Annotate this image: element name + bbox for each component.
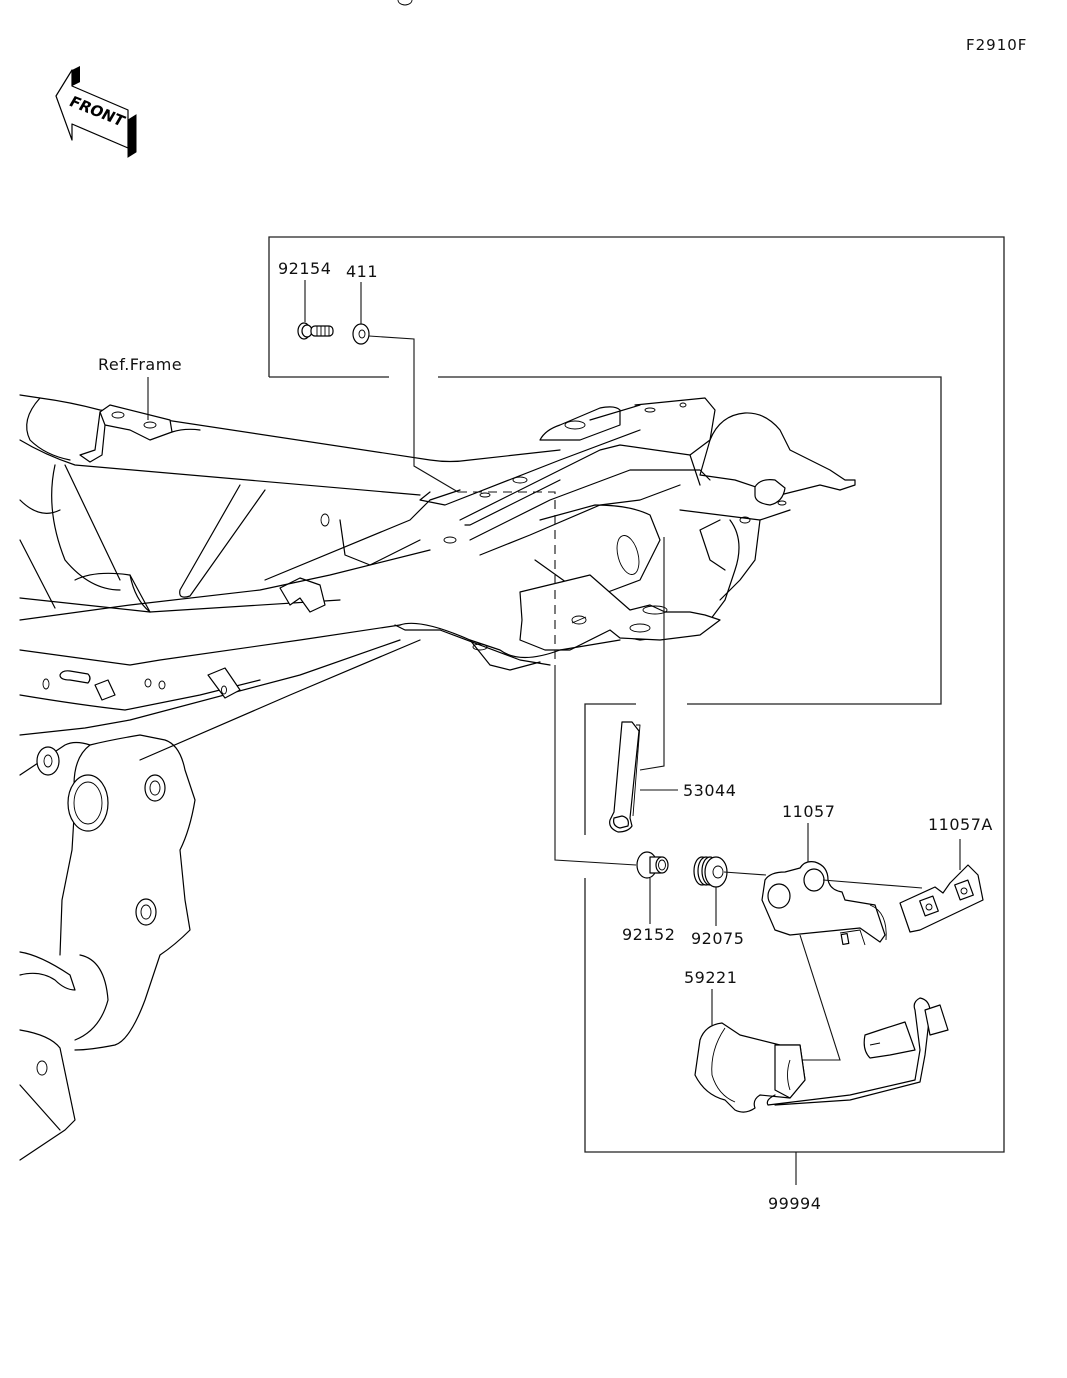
frame-drawing [19,0,561,1161]
ref-frame-label: Ref.Frame [98,355,182,374]
bracket-icon [761,861,887,946]
front-arrow-icon: FRONT [55,66,137,158]
socket-harness-icon [694,997,949,1113]
grommet-icon [693,856,728,888]
strap-53044: 53044 [609,537,736,833]
figure-code: F2910F [966,36,1027,54]
collar-icon [636,851,669,879]
washer-icon [352,323,370,345]
socket-harness-59221: 59221 [684,934,949,1113]
kit-box [268,236,1005,1153]
part-label-11057A: 11057A [928,815,993,834]
bracket-icon [899,864,984,933]
part-label-92154: 92154 [278,259,331,278]
collar-92152: 92152 [554,665,675,944]
bolt-icon [297,322,334,340]
part-label-92075: 92075 [691,929,744,948]
washer-411: 411 [346,262,459,493]
bolt-92154: 92154 [278,259,334,340]
part-label-53044: 53044 [683,781,736,800]
bracket-11057: 11057 [761,802,923,946]
strap-icon [609,721,641,833]
hidden-line [458,491,556,665]
grommet-92075: 92075 [691,856,767,948]
subframe-drawing [19,397,856,671]
part-label-92152: 92152 [622,925,675,944]
bracket-11057A: 11057A [899,815,993,933]
part-label-411: 411 [346,262,378,281]
part-label-11057: 11057 [782,802,835,821]
part-label-99994: 99994 [768,1194,821,1213]
part-label-59221: 59221 [684,968,737,987]
